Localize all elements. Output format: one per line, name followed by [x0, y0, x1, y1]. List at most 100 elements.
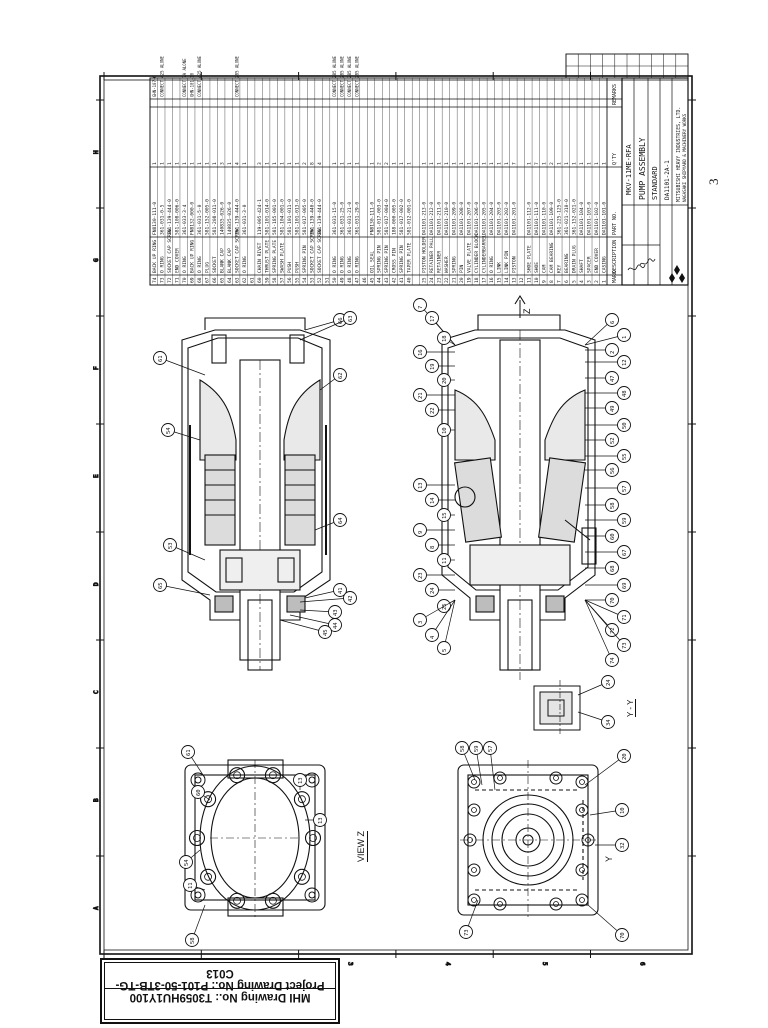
part-number: 361-021-310-0 — [564, 199, 570, 235]
part-mark: 48 — [347, 277, 353, 283]
part-mark: 64 — [227, 277, 233, 283]
part-qty: 1 — [594, 162, 600, 165]
part-number: DA1101-101-0 — [602, 202, 608, 235]
leader-line — [584, 599, 625, 618]
bolt-head — [553, 775, 559, 781]
balloon-circle — [615, 928, 629, 942]
part-mark: 69 — [189, 277, 195, 283]
part-description: SOCKET CAP SCREW — [309, 229, 315, 273]
part-number: 361-031-5-0 — [197, 204, 203, 235]
part-qty: 1 — [197, 162, 203, 165]
bolt-head — [471, 867, 477, 873]
part-description: RETAINER — [437, 251, 443, 273]
part-qty: 1 — [204, 162, 210, 165]
page-number: 3 — [706, 178, 721, 186]
balloon-number: 34 — [606, 719, 612, 726]
part-description: BACK UP RING — [189, 240, 195, 273]
balloon-circle — [191, 785, 205, 799]
part-number: DA1101-201-0 — [512, 202, 518, 235]
balloon-circle — [437, 508, 451, 522]
part-description: BEARING — [564, 253, 570, 273]
leader-line — [279, 619, 326, 633]
logo-diamond — [674, 265, 680, 275]
balloon-number: 59 — [474, 745, 480, 752]
balloon-number: 13 — [418, 482, 424, 489]
part-qty: 1 — [482, 162, 488, 165]
part-number: 581-185-001-0 — [272, 199, 278, 235]
part-description: CAM BEARING — [549, 242, 555, 273]
part-number: 361-225-125-0 — [557, 199, 563, 235]
part-description: O RING — [489, 256, 495, 273]
part-mark: 1 — [602, 280, 608, 283]
bolt-head — [471, 779, 477, 785]
leader-line — [584, 755, 625, 786]
part-number: DA1101-112-0 — [527, 202, 533, 235]
part-number: DA1101-103-0 — [587, 202, 593, 235]
part-mark: 45 — [369, 277, 375, 283]
part-description: SOCKET CAP SCREW — [317, 229, 323, 273]
balloon-number: 61 — [158, 355, 164, 362]
part-mark: 60 — [257, 277, 263, 283]
part-description: O RING — [354, 256, 360, 273]
part-description: SPRING PIN — [377, 245, 383, 273]
mhi-drawing-number: MHI Drawing No.: T3059HU1Y100 — [129, 991, 311, 1003]
table-header-cell: REMARKS — [612, 84, 618, 105]
zone-letter: H — [93, 150, 100, 154]
balloon-circle — [617, 355, 631, 369]
drawing-number-stamp: Project Drawing No.: P101-50-3TB-TG-C013… — [100, 958, 340, 1024]
view-y-label: Y - Y — [626, 699, 636, 717]
part-description: SPRING PLATE — [272, 240, 278, 273]
part-mark: 53 — [309, 277, 315, 283]
balloon-number: 14 — [430, 497, 436, 504]
part-qty: 1 — [182, 162, 188, 165]
part-description: PISTON — [512, 256, 518, 273]
leader-line — [299, 597, 351, 603]
part-description: OIL SEAL — [369, 251, 375, 273]
balloon-number: 41 — [338, 587, 344, 594]
part-mark: 46 — [362, 277, 368, 283]
part-mark: 25 — [422, 277, 428, 283]
part-mark: 21 — [452, 277, 458, 283]
balloon-circle — [333, 513, 347, 527]
part-number: DA1101-206-0 — [474, 202, 480, 235]
part-description: CYLINDER BLOCK — [474, 234, 480, 273]
balloon-circle — [425, 403, 439, 417]
part-qty: 1 — [339, 162, 345, 165]
part-number: 581-104-001-0 — [279, 199, 285, 235]
balloon-number: 60 — [196, 789, 202, 796]
bolt-head — [298, 872, 306, 881]
part-mark: 56 — [287, 277, 293, 283]
part-mark: 8 — [549, 280, 555, 283]
part-number: DA1101-208-0 — [459, 202, 465, 235]
bolt-hole — [575, 863, 589, 877]
part-number: 581-101-011-0 — [287, 199, 293, 235]
balloon-circle — [617, 545, 631, 559]
part-mark: 63 — [234, 277, 240, 283]
balloon-circle — [413, 478, 427, 492]
part-description: PIN — [459, 264, 465, 273]
balloon-number: 50 — [622, 422, 628, 429]
bolt-hole — [229, 767, 246, 784]
balloon-number: 47 — [610, 375, 616, 382]
part-qty: 3 — [219, 162, 225, 165]
bolt-head — [585, 837, 591, 843]
table-header-cell: PART NO. — [612, 211, 618, 235]
part-qty: 1 — [572, 162, 578, 165]
balloon-circle — [605, 529, 619, 543]
balloon-number: 68 — [610, 565, 616, 572]
part-qty: 1 — [422, 162, 428, 165]
balloon-number: 61 — [186, 749, 192, 756]
bolt-hole — [200, 868, 217, 885]
balloon-number: 12 — [622, 359, 628, 366]
leader-line — [299, 317, 351, 341]
zone-letter: A — [93, 906, 100, 910]
part-qty: 2 — [302, 162, 308, 165]
title-block-frame — [621, 77, 689, 286]
part-mark: 11 — [527, 277, 533, 283]
balloon-number: 54 — [184, 859, 190, 866]
part-description: SPRING — [452, 256, 458, 273]
balloon-number: 70 — [620, 932, 626, 939]
part-description: SHOE — [534, 262, 540, 273]
part-mark: 5 — [572, 280, 578, 283]
